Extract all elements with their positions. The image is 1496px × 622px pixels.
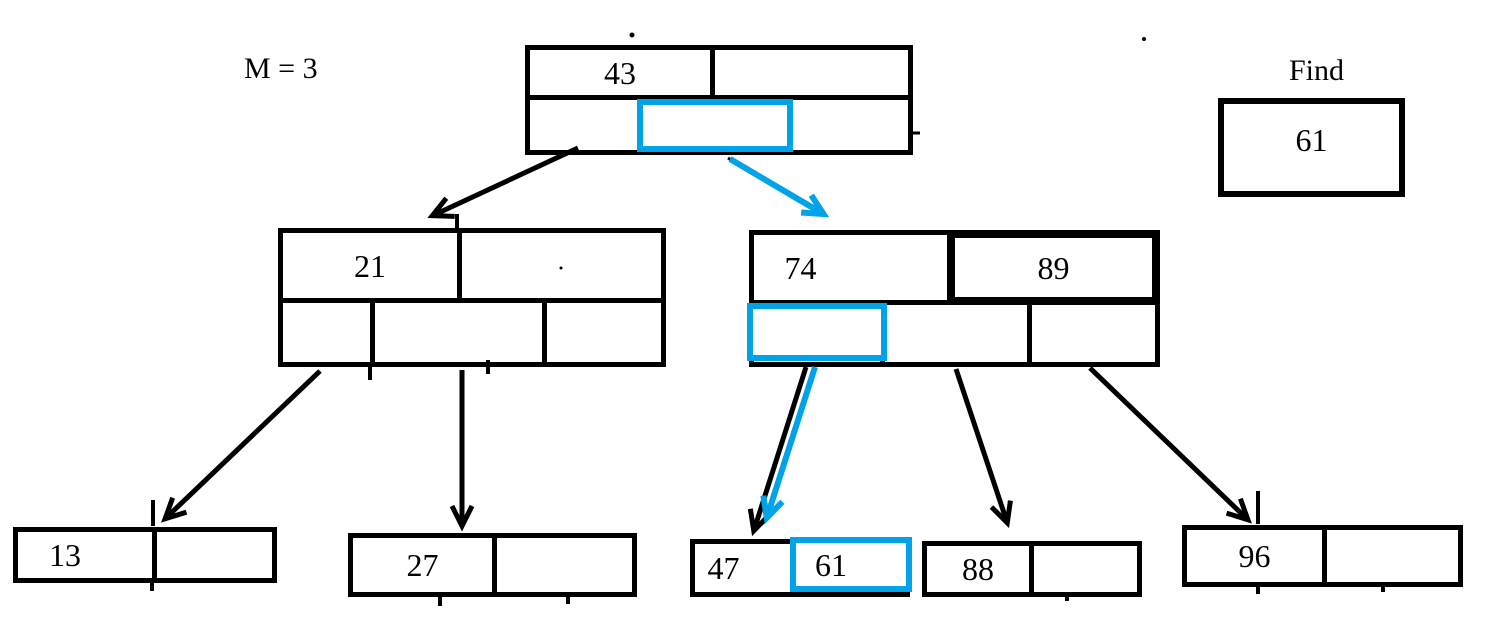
- leaf2-key-cell-0: 27: [348, 533, 497, 597]
- leaf1-key-cell-1: [152, 527, 277, 583]
- root-key-cell-0: 43: [525, 45, 715, 100]
- right-node-key-cell-1: 89: [947, 230, 1160, 305]
- leaf3-key-cell-0: 47: [690, 539, 797, 597]
- left-node-pointer-cell-0: [278, 298, 375, 367]
- leaf1-key-cell-0: 13: [13, 527, 157, 583]
- arrow-root-to-right-child-underlay: [727, 156, 801, 204]
- stray-dot: [1142, 37, 1146, 41]
- left-node-key-cell-0: 21: [278, 228, 462, 303]
- arrow-right-node-to-leaf3-highlighted: [760, 366, 818, 525]
- find-value-box: 61: [1218, 98, 1405, 197]
- leaf4-key-cell-0: 88: [922, 541, 1034, 597]
- arrow-right-node-to-leaf5: [1088, 366, 1252, 524]
- root-pointer-cell-0: [525, 95, 645, 155]
- leaf3-key-1-highlight: 61: [790, 537, 912, 592]
- right-node-key-cell-0: 74: [749, 230, 952, 305]
- find-label: Find: [1289, 54, 1345, 87]
- leaf5-key-cell-1: [1322, 525, 1463, 587]
- right-node-pointer-cell-2: [1027, 300, 1160, 367]
- right-node-pointer-cell-1: [880, 300, 1032, 367]
- root-pointer-1-highlight: [637, 99, 793, 152]
- arrow-left-node-to-leaf1: [161, 369, 322, 523]
- arrow-right-node-to-leaf4: [953, 368, 1013, 529]
- left-node-key-cell-1: [457, 228, 666, 303]
- leaf5-key-cell-0: 96: [1182, 525, 1327, 587]
- order-label: M = 3: [244, 52, 318, 85]
- root-key-cell-1: [710, 45, 913, 100]
- left-node-pointer-cell-2: [542, 298, 666, 367]
- root-pointer-cell-2: [785, 95, 913, 155]
- find-value: 61: [1295, 122, 1328, 158]
- arrow-root-to-right-child-highlighted: [728, 156, 830, 218]
- arrow-right-node-to-leaf3: [747, 366, 809, 537]
- leaf4-key-cell-1: [1029, 541, 1142, 597]
- arrow-root-to-left-child: [427, 145, 580, 219]
- leaf2-key-cell-1: [492, 533, 637, 597]
- left-node-pointer-cell-1: [370, 298, 547, 367]
- stray-dot: [629, 32, 635, 38]
- right-node-pointer-0-highlight: [747, 303, 887, 361]
